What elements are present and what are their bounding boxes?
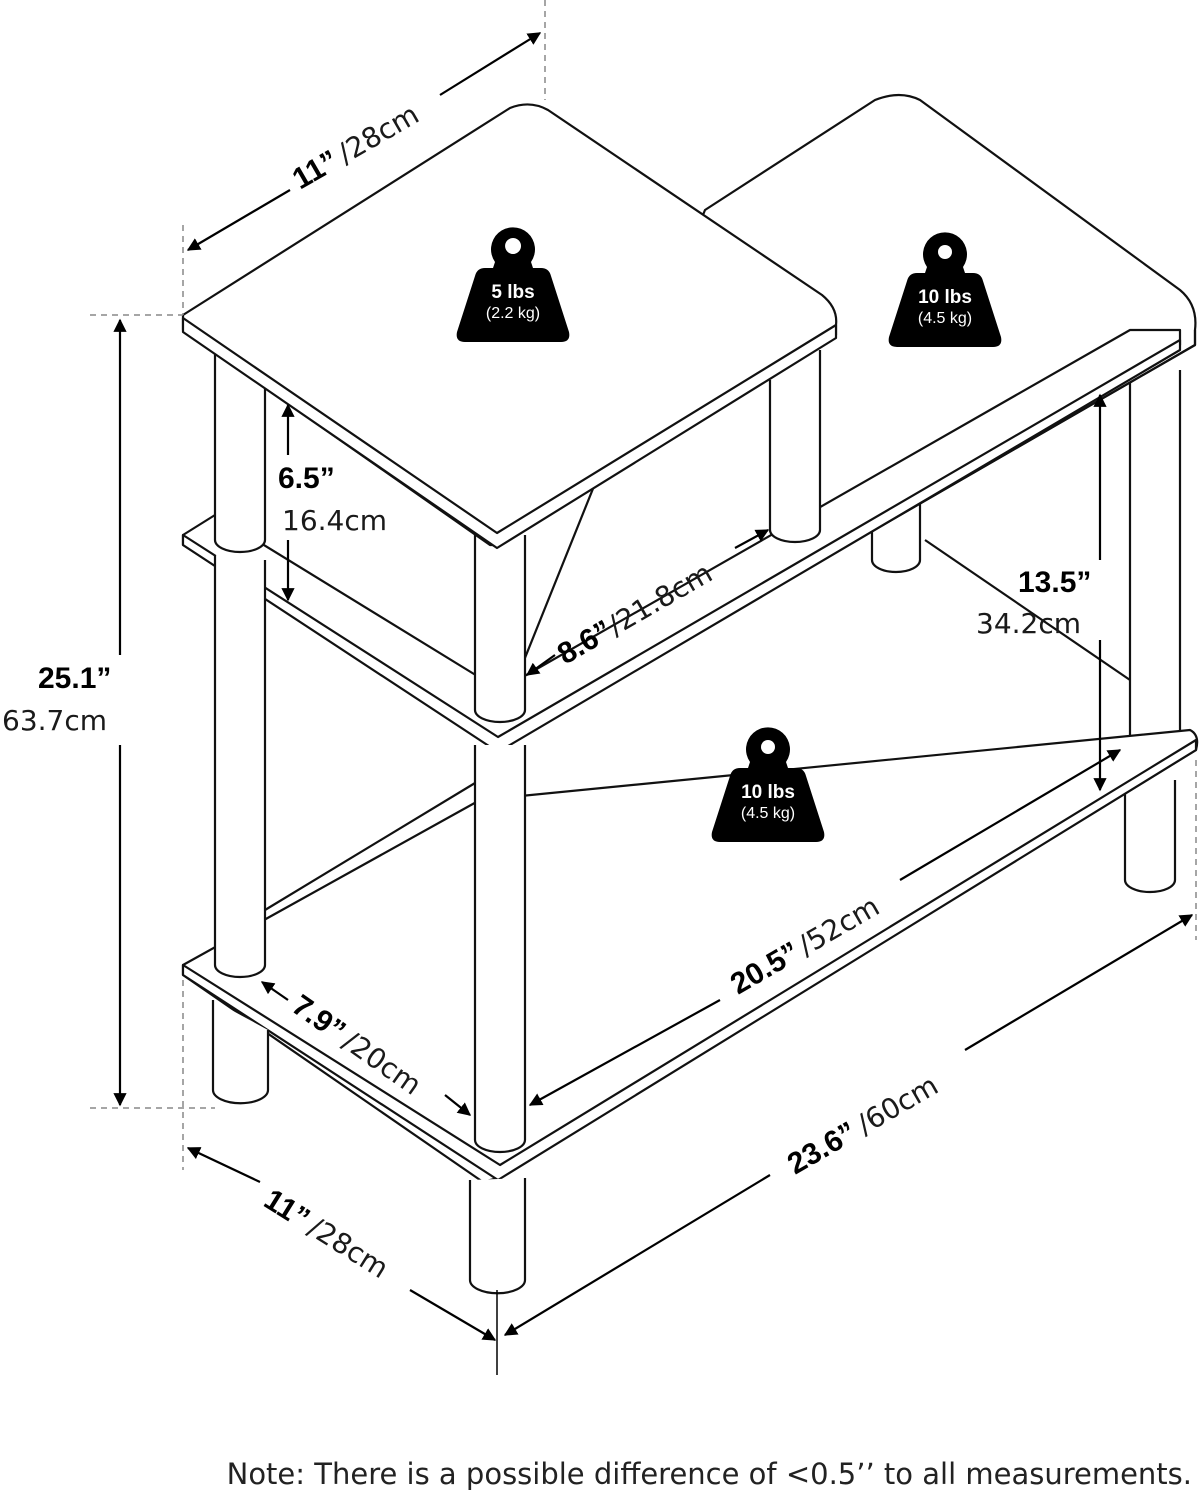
svg-text:(4.5 kg): (4.5 kg) xyxy=(918,310,972,327)
svg-text:(4.5 kg): (4.5 kg) xyxy=(741,805,795,822)
weight-icon xyxy=(456,227,570,342)
dim-overall-length: 23.6” /60cm xyxy=(782,1069,944,1181)
svg-text:13.5”: 13.5” xyxy=(1018,566,1091,599)
arrow-icon xyxy=(503,1174,771,1336)
svg-text:5 lbs: 5 lbs xyxy=(491,282,534,303)
post-left-upper xyxy=(213,350,267,554)
weight-badge-bottom: 10 lbs (4.5 kg) xyxy=(711,727,825,842)
arrow-icon xyxy=(899,749,1122,881)
svg-text:10 lbs: 10 lbs xyxy=(741,782,795,803)
post-center-upper xyxy=(473,520,527,724)
arrow-icon xyxy=(525,654,556,676)
weight-badge-top-left: 5 lbs (2.2 kg) xyxy=(456,227,570,342)
post-left-lower xyxy=(213,555,267,979)
weight-icon xyxy=(888,232,1002,347)
post-center-lower xyxy=(473,745,527,1154)
svg-text:/28cm: /28cm xyxy=(302,1211,394,1285)
arrow-icon xyxy=(528,999,721,1106)
bottom-shelf xyxy=(181,728,1199,1184)
arrow-icon xyxy=(409,1289,497,1341)
arrow-icon xyxy=(444,1094,472,1116)
leg-center-front xyxy=(468,1178,527,1295)
dim-overall-depth: 11” /28cm xyxy=(258,1183,394,1285)
arrow-icon xyxy=(186,1147,261,1183)
post-right-front xyxy=(1128,370,1182,759)
leg-left-front xyxy=(211,1000,270,1105)
post-right-upper xyxy=(768,350,822,544)
svg-text:(2.2 kg): (2.2 kg) xyxy=(486,305,540,322)
svg-text:10 lbs: 10 lbs xyxy=(918,287,972,308)
svg-text:11”: 11” xyxy=(258,1183,315,1236)
weight-icon xyxy=(711,727,825,842)
arrow-icon xyxy=(439,32,542,96)
svg-text:63.7cm: 63.7cm xyxy=(2,704,107,737)
svg-text:25.1”: 25.1” xyxy=(38,662,111,695)
arrow-icon xyxy=(964,914,1194,1051)
dim-total-height: 25.1” 63.7cm xyxy=(2,662,111,737)
svg-text:16.4cm: 16.4cm xyxy=(282,504,387,537)
back-rail xyxy=(264,779,481,911)
dim-right-clearance: 13.5” 34.2cm xyxy=(976,566,1091,640)
arrow-icon xyxy=(260,981,289,1001)
diagram-svg: 11” /28cm 25.1” 63.7cm 6.5” 16.4cm 8.6” … xyxy=(2,0,1199,1375)
measurement-note: Note: There is a possible difference of … xyxy=(0,1457,1200,1491)
weight-badge-top-right: 10 lbs (4.5 kg) xyxy=(888,232,1002,347)
svg-text:23.6”: 23.6” xyxy=(782,1116,862,1181)
arrow-icon xyxy=(734,529,770,549)
back-rail xyxy=(924,539,1131,681)
svg-text:/60cm: /60cm xyxy=(851,1069,943,1141)
measurement-note-text: Note: There is a possible difference of … xyxy=(226,1457,1192,1491)
leg-right-back xyxy=(1123,780,1177,894)
svg-text:/28cm: /28cm xyxy=(332,98,424,170)
arrow-icon xyxy=(186,189,291,251)
top-left-panel-edge xyxy=(181,316,838,550)
svg-text:34.2cm: 34.2cm xyxy=(976,607,1081,640)
svg-text:6.5”: 6.5” xyxy=(278,462,335,495)
svg-text:11”: 11” xyxy=(287,144,344,196)
dim-top-clearance: 6.5” 16.4cm xyxy=(278,462,387,537)
